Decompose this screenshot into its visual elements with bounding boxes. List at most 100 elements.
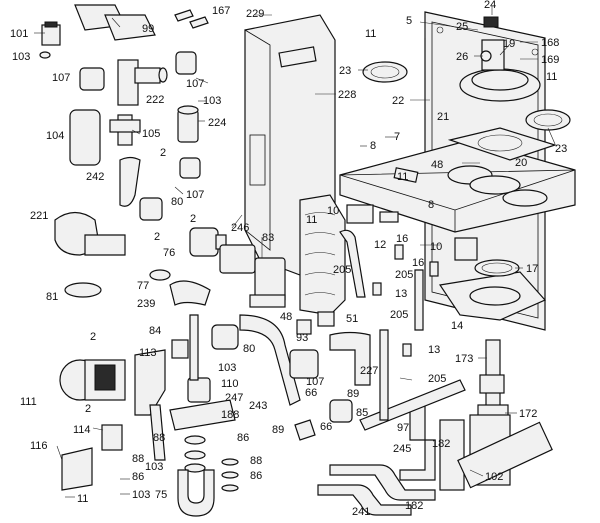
- pipe-239: [169, 280, 211, 306]
- clips-99: [74, 4, 156, 41]
- callout-label: 107: [186, 78, 204, 90]
- plate-10b: [454, 237, 478, 261]
- pipe-227: [329, 331, 371, 386]
- callout-label: 2: [85, 403, 91, 415]
- plate-10: [346, 204, 374, 224]
- callout-label: 85: [356, 407, 368, 419]
- callout-label: 93: [296, 332, 308, 344]
- valve-85: [329, 399, 353, 423]
- base-plate: [339, 139, 576, 233]
- callout-label: 10: [327, 205, 339, 217]
- callout-label: 239: [137, 298, 155, 310]
- callout-label: 103: [12, 51, 30, 63]
- callout-label: 182: [405, 500, 423, 512]
- callout-label: 10: [430, 241, 442, 253]
- callout-label: 11: [77, 493, 88, 505]
- part-93: [296, 319, 312, 335]
- callout-label: 107: [186, 189, 204, 201]
- pipe-242: [119, 156, 141, 207]
- callout-label: 228: [338, 89, 356, 101]
- callout-label: 246: [231, 222, 249, 234]
- block-246: [219, 244, 286, 308]
- washers-column: [184, 435, 239, 492]
- ring-80-lower: [211, 324, 239, 350]
- callout-label: 103: [132, 489, 150, 501]
- tube-104: [69, 109, 101, 166]
- bracket-113: [134, 349, 166, 416]
- callout-label: 51: [346, 313, 358, 325]
- callout-label: 2: [160, 147, 166, 159]
- callout-label: 114: [73, 424, 91, 436]
- rod-205: [379, 329, 389, 421]
- callout-label: 2: [154, 231, 160, 243]
- callout-label: 11: [365, 28, 376, 40]
- callout-label: 89: [347, 388, 359, 400]
- pipe-205a: [339, 229, 366, 298]
- bracket-116: [61, 447, 93, 491]
- callout-label: 23: [339, 65, 351, 77]
- tee-222: [117, 59, 168, 106]
- siphon-pipe: [477, 339, 509, 421]
- callout-label: 48: [280, 311, 292, 323]
- rod-205b: [414, 269, 424, 331]
- callout-label: 169: [541, 54, 559, 66]
- callout-label: 205: [390, 309, 408, 321]
- callout-label: 83: [262, 232, 274, 244]
- callout-label: 13: [428, 344, 440, 356]
- callout-label: 89: [272, 424, 284, 436]
- callout-label: 104: [46, 130, 64, 142]
- ring-77: [149, 269, 171, 281]
- callout-label: 173: [455, 353, 473, 365]
- callout-label: 84: [149, 325, 161, 337]
- callout-label: 227: [360, 365, 378, 377]
- callout-label: 16: [412, 257, 424, 269]
- callout-label: 88: [250, 455, 262, 467]
- part-51: [317, 311, 335, 327]
- siphon-75: [177, 469, 215, 517]
- callout-label: 229: [246, 8, 264, 20]
- part-16a: [394, 244, 404, 260]
- gasket-23-left: [362, 61, 408, 83]
- bracket-247: [169, 399, 236, 431]
- valve-101: [39, 21, 61, 59]
- callout-label: 86: [132, 471, 144, 483]
- callout-label: 2: [190, 213, 196, 225]
- callout-label: 20: [515, 157, 527, 169]
- callout-label: 103: [203, 95, 221, 107]
- callout-label: 77: [137, 280, 149, 292]
- callout-label: 86: [237, 432, 249, 444]
- callout-label: 11: [306, 214, 317, 226]
- part-84: [171, 339, 189, 359]
- part-16b: [429, 261, 439, 277]
- lower-pipes: [317, 399, 436, 516]
- callout-label: 17: [526, 263, 538, 275]
- callout-label: 116: [30, 440, 48, 452]
- callout-label: 75: [155, 489, 167, 501]
- callout-label: 205: [428, 373, 446, 385]
- callout-label: 247: [225, 392, 243, 404]
- callout-label: 80: [171, 196, 183, 208]
- burner-flange: [459, 16, 541, 102]
- callout-label: 205: [333, 264, 351, 276]
- callout-label: 25: [456, 21, 468, 33]
- hose-243: [239, 314, 301, 406]
- callout-label: 221: [30, 210, 48, 222]
- pump-111: [59, 359, 126, 401]
- part-114: [101, 424, 123, 451]
- callout-label: 99: [142, 23, 154, 35]
- pipe-221b: [84, 234, 126, 256]
- callout-label: 224: [208, 117, 226, 129]
- gasket-23-right: [525, 109, 571, 131]
- part-89: [294, 419, 316, 441]
- pipe-lower-left: [149, 404, 166, 461]
- callout-label: 105: [142, 128, 160, 140]
- callout-label: 80: [243, 343, 255, 355]
- callout-label: 88: [153, 432, 165, 444]
- callout-label: 168: [541, 37, 559, 49]
- part-13b: [402, 343, 412, 357]
- callout-labels: 101 103 99 167 229 5 24 25 11 19 168 26 …: [10, 0, 567, 518]
- callout-label: 107: [306, 376, 324, 388]
- callout-label: 113: [139, 347, 157, 359]
- callout-label: 14: [451, 320, 463, 332]
